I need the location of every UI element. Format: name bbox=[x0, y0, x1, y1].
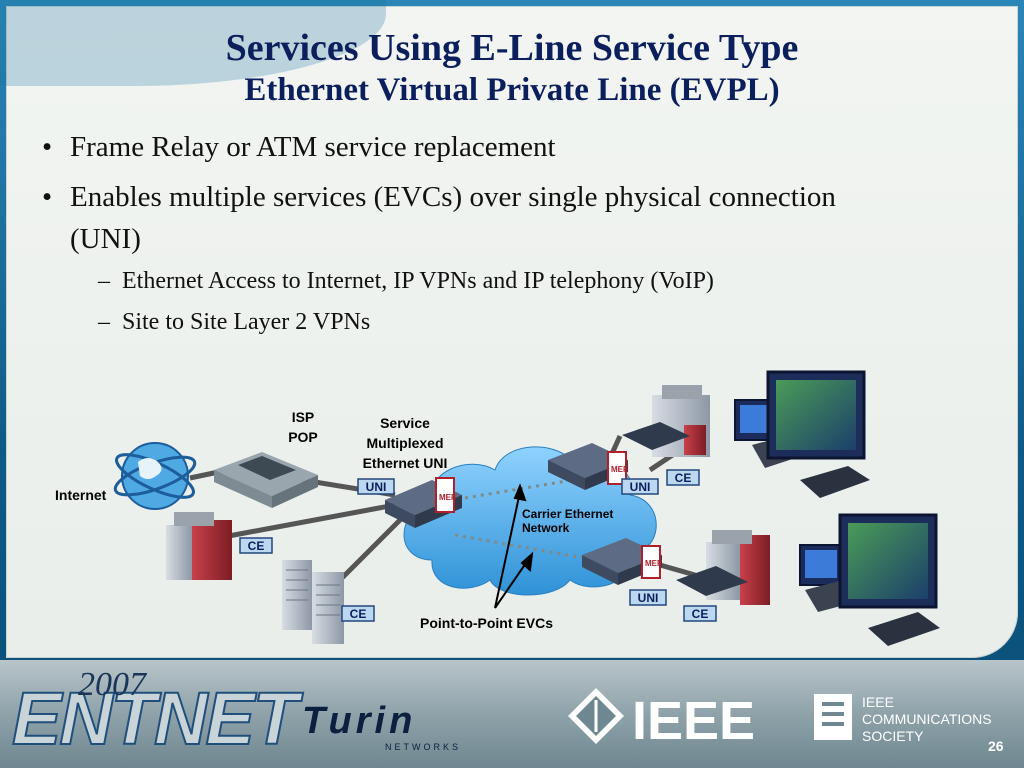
uni-tag-bottom-right: UNI bbox=[629, 589, 667, 606]
mux-label-line2: Multiplexed bbox=[366, 435, 443, 451]
entnet-year: 2007 bbox=[78, 666, 146, 703]
mux-label-line3: Ethernet UNI bbox=[363, 455, 448, 471]
ce-site-top-right bbox=[622, 370, 870, 498]
svg-text:UNI: UNI bbox=[630, 480, 651, 494]
isp-label-line1: ISP bbox=[292, 409, 315, 425]
uni-switch-bottom-right-icon: MEF bbox=[582, 538, 662, 585]
evc-label: Point-to-Point EVCs bbox=[420, 615, 553, 631]
svg-text:CE: CE bbox=[675, 471, 692, 485]
ce-site-bottom-right bbox=[676, 513, 940, 646]
ieee-diamond-icon bbox=[568, 688, 624, 744]
svg-text:UNI: UNI bbox=[638, 591, 659, 605]
mef-badge-bottom: MEF bbox=[645, 559, 662, 568]
turin-logo: Turin bbox=[302, 700, 417, 742]
uni-tag-left: UNI bbox=[357, 478, 395, 495]
isp-pop-building-icon bbox=[214, 452, 318, 508]
page-number: 26 bbox=[988, 738, 1004, 754]
ieee-logo-text: IEEE bbox=[632, 691, 756, 751]
ce-site-towers-icon bbox=[282, 560, 344, 644]
footer-banner bbox=[0, 660, 1024, 768]
uni-tag-top-right: UNI bbox=[621, 478, 659, 495]
ce-tag-top-right: CE bbox=[666, 469, 700, 486]
mef-badge-top: MEF bbox=[611, 465, 628, 474]
service-mux-switch-icon: MEF bbox=[385, 477, 462, 528]
comsoc-logo-icon bbox=[814, 694, 852, 740]
slide-title: Services Using E-Line Service Type bbox=[225, 27, 799, 69]
internet-label: Internet bbox=[55, 487, 107, 503]
entnet-logo: ENTNET bbox=[11, 676, 299, 761]
mef-badge-left: MEF bbox=[439, 493, 456, 502]
internet-globe-icon bbox=[113, 442, 197, 510]
comsoc-text: IEEE COMMUNICATIONS SOCIETY bbox=[862, 694, 992, 744]
ce-tag-left: CE bbox=[239, 537, 273, 554]
ce-tag-towers: CE bbox=[341, 605, 375, 622]
uni-switch-top-right-icon: MEF bbox=[548, 443, 628, 490]
mux-label-line1: Service bbox=[380, 415, 430, 431]
evc-arrows bbox=[494, 483, 534, 609]
svg-text:UNI: UNI bbox=[366, 480, 387, 494]
slide-subtitle: Ethernet Virtual Private Line (EVPL) bbox=[244, 72, 780, 108]
ce-site-building-left-icon bbox=[166, 512, 232, 580]
carrier-label-line2: Network bbox=[522, 521, 570, 535]
svg-text:CE: CE bbox=[692, 607, 709, 621]
carrier-label-line1: Carrier Ethernet bbox=[522, 507, 613, 521]
turin-networks: NETWORKS bbox=[385, 742, 462, 752]
ce-tag-bottom-right: CE bbox=[683, 605, 717, 622]
bullet-2-cont: (UNI) bbox=[70, 223, 141, 255]
svg-text:CE: CE bbox=[350, 607, 367, 621]
svg-text:CE: CE bbox=[248, 539, 265, 553]
isp-label-line2: POP bbox=[288, 429, 318, 445]
evpl-network-diagram: MEF MEF MEF bbox=[55, 370, 940, 646]
